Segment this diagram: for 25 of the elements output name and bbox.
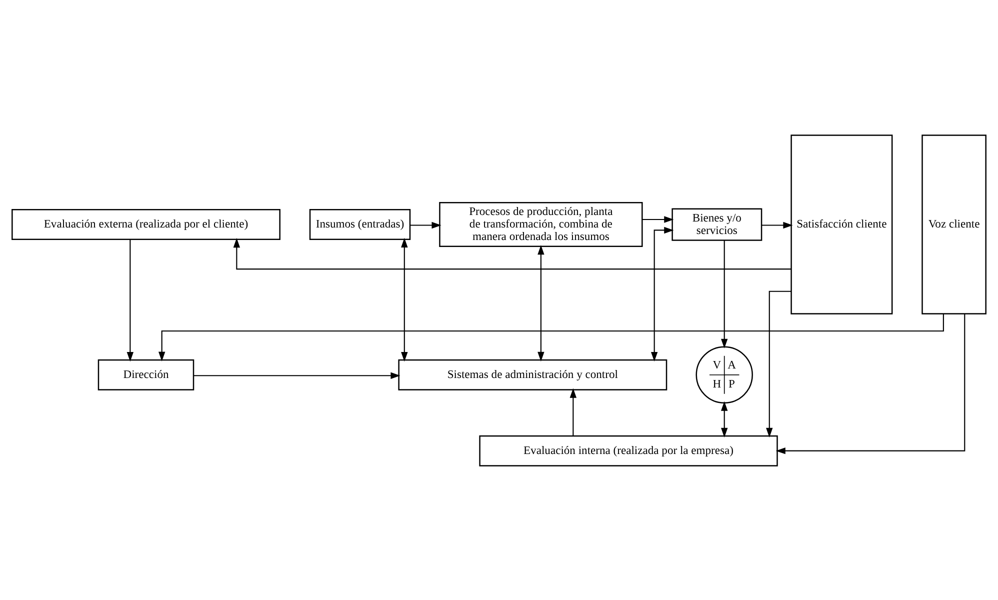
node-box: Dirección bbox=[98, 358, 194, 390]
node-box: Insumos (entradas) bbox=[309, 208, 411, 240]
arrow bbox=[570, 388, 577, 436]
node-box: Voz cliente bbox=[922, 134, 986, 314]
arrow bbox=[766, 290, 792, 437]
arrow bbox=[776, 313, 966, 454]
arrow bbox=[650, 226, 674, 362]
node-box: Procesos de producción, planta de transformación, combina de manera ordenada los insumos bbox=[439, 202, 643, 247]
node-box: Evaluación externa (realizada por el cliente) bbox=[12, 208, 280, 240]
arrow bbox=[721, 400, 728, 437]
arrow bbox=[410, 221, 442, 228]
arrow bbox=[401, 237, 408, 362]
arrow bbox=[158, 313, 944, 361]
node-circle: V A H P bbox=[696, 346, 753, 403]
arrow bbox=[126, 239, 134, 362]
arrow bbox=[642, 216, 674, 222]
node-box: Evaluación interna (realizada por la empresa) bbox=[479, 434, 778, 466]
arrow bbox=[233, 237, 792, 270]
arrow bbox=[762, 221, 793, 228]
arrow bbox=[538, 244, 544, 362]
node-box: Satisfacción cliente bbox=[790, 134, 893, 314]
node-box: Bienes y/o servicios bbox=[672, 208, 762, 240]
node-box: Sistemas de administración y control bbox=[398, 358, 668, 390]
arrow bbox=[194, 372, 400, 378]
arrow bbox=[721, 240, 728, 348]
